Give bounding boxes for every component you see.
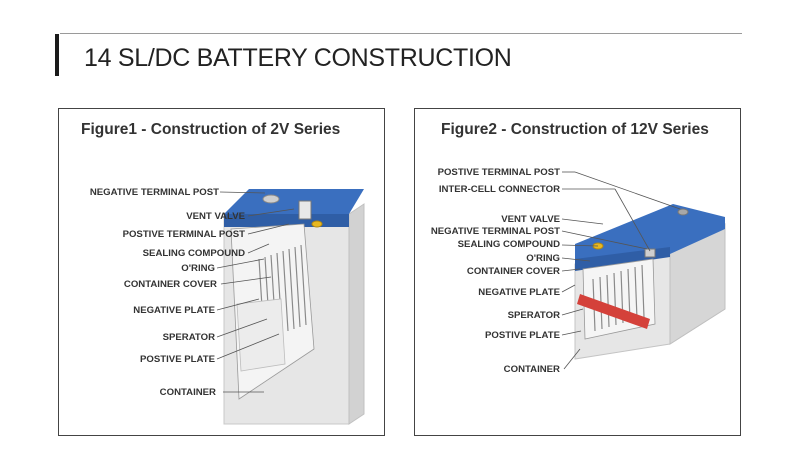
page-title: 14 SL/DC BATTERY CONSTRUCTION	[84, 44, 512, 72]
figure1-label-vent-valve: VENT VALVE	[186, 211, 245, 222]
figure2-title: Figure2 - Construction of 12V Series	[441, 121, 709, 138]
figure2-label-container: CONTAINER	[503, 364, 560, 375]
figure1-label-container: CONTAINER	[159, 387, 216, 398]
figure2-battery-illustration	[561, 171, 726, 370]
figure1-label-positive-plate: POSTIVE PLATE	[140, 354, 215, 365]
figure2-label-positive-terminal-post: POSTIVE TERMINAL POST	[437, 167, 560, 178]
figure2-label-negative-plate: NEGATIVE PLATE	[478, 287, 560, 298]
figure1-label-negative-plate: NEGATIVE PLATE	[133, 305, 215, 316]
figure1-label-positive-terminal-post: POSTIVE TERMINAL POST	[122, 229, 245, 240]
figure1-title: Figure1 - Construction of 2V Series	[81, 121, 341, 138]
figure2-label-sealing-compound: SEALING COMPOUND	[457, 239, 560, 250]
header-accent-bar	[55, 34, 59, 76]
figure2-label-positive-plate: POSTIVE PLATE	[485, 330, 560, 341]
figure2-label-vent-valve: VENT VALVE	[501, 214, 560, 225]
figure1-label-sealing-compound: SEALING COMPOUND	[142, 248, 245, 259]
figure1-panel: Figure1 - Construction of 2V Series	[58, 108, 385, 436]
figure2-label-negative-terminal-post: NEGATIVE TERMINAL POST	[430, 226, 560, 237]
figure2-label-oring: O'RING	[526, 253, 560, 264]
header-rule	[60, 33, 742, 34]
figure1-label-negative-terminal-post: NEGATIVE TERMINAL POST	[89, 187, 219, 198]
figure2-panel: Figure2 - Construction of 12V Series	[414, 108, 741, 436]
figure2-label-separator: SPERATOR	[507, 310, 560, 321]
figure1-label-oring: O'RING	[181, 263, 215, 274]
figure1-battery-illustration	[216, 189, 365, 425]
figure1-label-container-cover: CONTAINER COVER	[123, 279, 217, 290]
figure1-label-separator: SPERATOR	[162, 332, 215, 343]
figure2-label-inter-cell-connector: INTER-CELL CONNECTOR	[438, 184, 560, 195]
figure2-label-container-cover: CONTAINER COVER	[466, 266, 560, 277]
